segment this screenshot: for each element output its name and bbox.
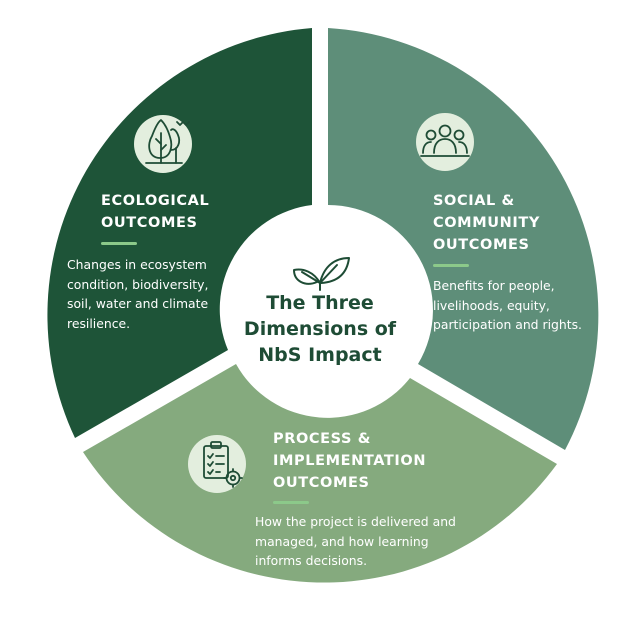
tree-icon (145, 119, 190, 164)
social-title-line-3: OUTCOMES (433, 237, 530, 253)
process-segment (83, 364, 557, 583)
process-description: How the project is delivered and managed… (255, 514, 456, 568)
process-title-line-3: OUTCOMES (273, 475, 370, 491)
people-icon-disc (416, 113, 474, 171)
social-accent-rule (433, 264, 469, 267)
ecological-description: Changes in ecosystem condition, biodiver… (67, 257, 209, 331)
process-title-line-1: PROCESS & (273, 431, 371, 447)
social-title-line-2: COMMUNITY (433, 215, 540, 231)
leaves-icon (293, 257, 350, 291)
social-title-line-1: SOCIAL & (433, 193, 515, 209)
process-title: PROCESS & IMPLEMENTATION OUTCOMES (273, 428, 426, 494)
social-segment (328, 28, 599, 450)
center-hub (226, 216, 414, 404)
social-title: SOCIAL & COMMUNITY OUTCOMES (433, 190, 540, 256)
center-title-line-2: Dimensions of (243, 318, 397, 340)
ecological-title-line-1: ECOLOGICAL (101, 193, 210, 209)
clipboard-gear-icon (203, 441, 243, 488)
people-icon (420, 124, 470, 157)
social-description: Benefits for people, livelihoods, equity… (433, 278, 582, 332)
ecological-segment (47, 28, 312, 438)
process-title-line-2: IMPLEMENTATION (273, 453, 427, 469)
center-title-line-1: The Three (266, 292, 374, 314)
process-accent-rule (273, 501, 309, 504)
ecological-title-line-2: OUTCOMES (101, 215, 198, 231)
ecological-title: ECOLOGICAL OUTCOMES (101, 190, 209, 234)
center-title-line-3: NbS Impact (258, 344, 382, 366)
ecological-accent-rule (101, 242, 137, 245)
tree-icon-disc (134, 115, 192, 173)
center-title: The Three Dimensions of NbS Impact (240, 290, 400, 368)
